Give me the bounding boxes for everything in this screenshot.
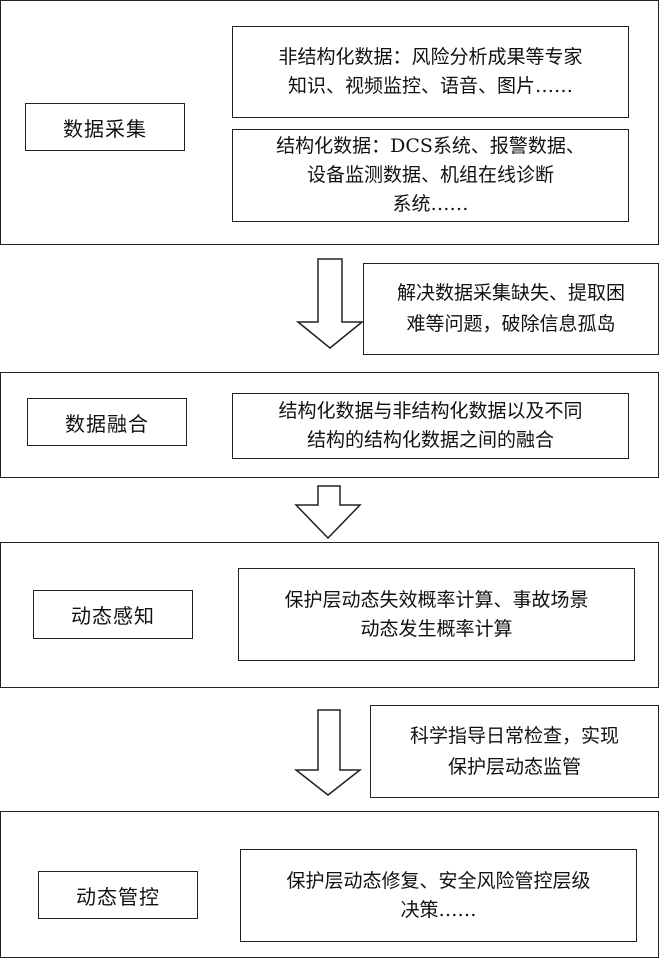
note-text: 科学指导日常检查，实现 保护层动态监管 <box>409 724 619 778</box>
arrow-note-2: 科学指导日常检查，实现 保护层动态监管 <box>370 705 659 798</box>
desc-dynamic-control: 保护层动态修复、安全风险管控层级 决策…… <box>240 849 637 942</box>
stage-label-dynamic-perception: 动态感知 <box>33 590 193 639</box>
down-arrow-icon <box>294 709 362 796</box>
desc-dynamic-perception: 保护层动态失效概率计算、事故场景 动态发生概率计算 <box>238 568 635 661</box>
stage-label-data-fusion: 数据融合 <box>27 398 187 446</box>
desc-text: 保护层动态修复、安全风险管控层级 决策…… <box>286 869 591 921</box>
desc-text: 保护层动态失效概率计算、事故场景 动态发生概率计算 <box>284 588 589 640</box>
note-text: 解决数据采集缺失、提取困 难等问题，破除信息孤岛 <box>396 282 625 335</box>
arrow-note-1: 解决数据采集缺失、提取困 难等问题，破除信息孤岛 <box>363 263 659 355</box>
desc-text: 结构化数据与非结构化数据以及不同 结构的结构化数据之间的融合 <box>278 400 583 451</box>
down-arrow-icon <box>294 485 362 540</box>
desc-data-fusion: 结构化数据与非结构化数据以及不同 结构的结构化数据之间的融合 <box>232 393 629 459</box>
down-arrow-icon <box>296 258 364 349</box>
desc-text: 非结构化数据：风险分析成果等专家 知识、视频监控、语音、图片…… <box>278 46 583 97</box>
desc-structured-data: 结构化数据：DCS系统、报警数据、 设备监测数据、机组在线诊断 系统…… <box>232 129 629 222</box>
desc-text: 结构化数据：DCS系统、报警数据、 设备监测数据、机组在线诊断 系统…… <box>276 135 585 215</box>
stage-label-data-collection: 数据采集 <box>25 103 185 151</box>
desc-unstructured-data: 非结构化数据：风险分析成果等专家 知识、视频监控、语音、图片…… <box>232 26 629 118</box>
stage-label-dynamic-control: 动态管控 <box>38 871 198 919</box>
